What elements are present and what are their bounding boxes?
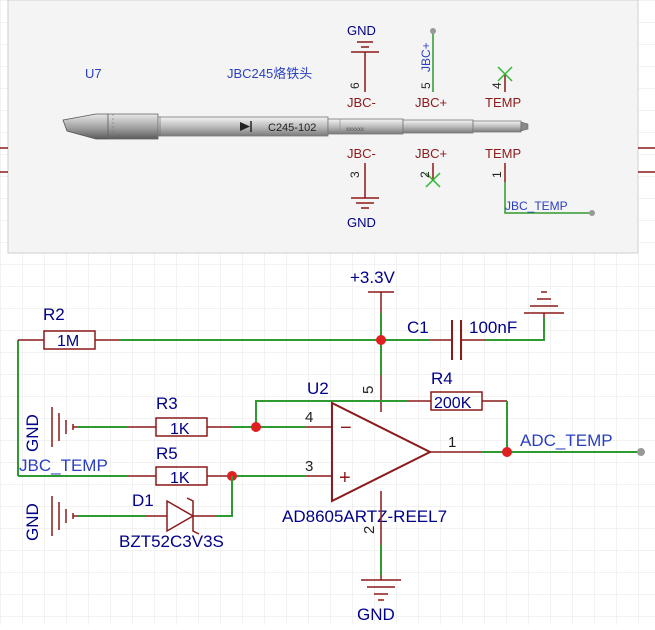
r4-value: 200K (434, 395, 472, 412)
pin6-number: 6 (348, 82, 362, 89)
d1-value: BZT52C3V3S (119, 532, 224, 551)
tip-marking: C245-102 (268, 122, 316, 134)
gnd-d1-label: GND (23, 503, 42, 541)
c1-gnd-symbol (524, 291, 564, 318)
tip-subtext: xxxxxx (346, 127, 364, 133)
inm-junction (251, 422, 261, 432)
pin1-net-endpoint (589, 210, 595, 216)
pin1-number: 1 (490, 171, 504, 178)
pin2-number: 2 (418, 171, 432, 178)
pin5-name: JBC+ (415, 95, 447, 110)
u2-out-pin-number: 1 (448, 434, 456, 451)
connector-designator: U7 (85, 66, 102, 81)
r5-ref: R5 (156, 444, 178, 463)
u2-vplus-pin-number: 5 (360, 386, 377, 394)
u2-vminus-pin-number: 2 (361, 526, 378, 534)
pin5-net-label: JBC+ (419, 42, 433, 72)
gnd-bottom-label: GND (347, 215, 376, 230)
gnd-top-symbol (351, 41, 379, 92)
pin2-name: JBC+ (415, 146, 447, 161)
output-junction (502, 447, 512, 457)
r4-ref: R4 (431, 369, 453, 388)
pin4-name: TEMP (485, 95, 521, 110)
jbc-temp-net-label: JBC_TEMP (19, 456, 108, 475)
supply-junction (376, 335, 386, 345)
pin3-number: 3 (348, 171, 362, 178)
c1-value: 100nF (469, 318, 517, 337)
r2-value: 1M (57, 333, 79, 350)
pin5-wire (430, 28, 436, 92)
u2-ref: U2 (307, 379, 329, 398)
u2-minus-sign: − (340, 417, 352, 439)
r3-value: 1K (170, 421, 190, 438)
r5-value: 1K (170, 470, 190, 487)
pin2-noconnect-icon (425, 172, 441, 188)
pin6-name: JBC- (347, 95, 376, 110)
output-endpoint (637, 448, 645, 456)
u2-gnd-symbol (361, 575, 401, 601)
gnd-bottom-symbol (351, 197, 379, 209)
pin4-number: 4 (490, 82, 504, 89)
u2-value: AD8605ARTZ-REEL7 (282, 507, 447, 526)
d1-triangle (166, 499, 195, 533)
pin1-net-label: JBC_TEMP (505, 199, 568, 213)
d1-gnd-symbol (51, 496, 78, 536)
r4-left-wire (255, 400, 407, 427)
u2-plus-sign: + (339, 467, 351, 489)
amplifier-circuit: +3.3V 5 R2 1M C1 100nF (17, 268, 645, 624)
gnd-top-label: GND (347, 23, 376, 38)
r2-ref: R2 (43, 305, 65, 324)
r3-ref: R3 (156, 394, 178, 413)
pin5-number: 5 (419, 82, 433, 89)
connector-panel: U7 JBC245烙铁头 C245-102 xxxxxx GND 6 (0, 0, 655, 254)
d1-ref: D1 (132, 491, 154, 510)
adc-temp-net-label: ADC_TEMP (520, 431, 613, 450)
d1-to-inp-wire (216, 476, 233, 517)
gnd-r3-label: GND (23, 414, 42, 452)
supply-label: +3.3V (350, 268, 396, 287)
pin3-name: JBC- (347, 146, 376, 161)
u2-triangle (331, 401, 433, 503)
soldering-tip-image (62, 113, 529, 140)
r3-gnd-symbol (51, 407, 78, 447)
c1-to-gnd-wire (486, 318, 545, 341)
pin1-net-wire (504, 182, 592, 214)
u2-inp-pin-number: 3 (305, 458, 313, 475)
c1-ref: C1 (407, 318, 429, 337)
pin4-noconnect-icon (497, 66, 513, 82)
u2-inm-pin-number: 4 (305, 409, 313, 426)
supply-symbol (368, 291, 394, 313)
gnd-u2-label: GND (357, 605, 395, 624)
connector-name: JBC245烙铁头 (227, 66, 312, 81)
pin1-name: TEMP (485, 146, 521, 161)
